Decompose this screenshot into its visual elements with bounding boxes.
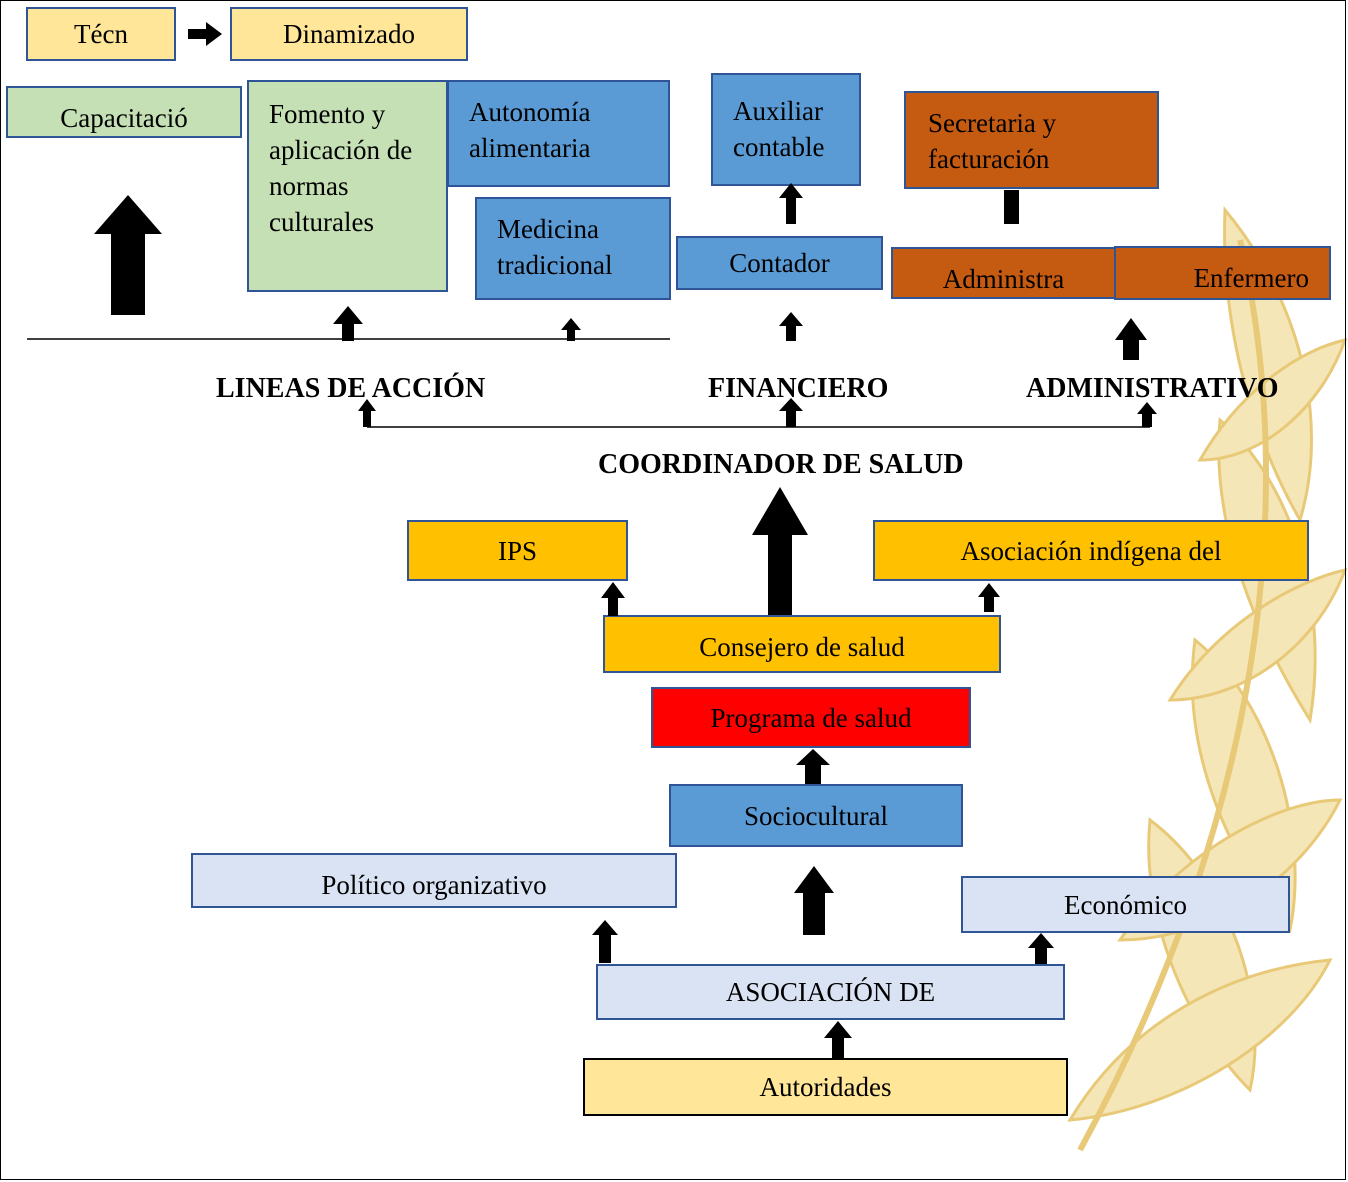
tec-box: Técn bbox=[26, 7, 176, 61]
up-arrow-enfermero-icon bbox=[1115, 318, 1147, 360]
consejero-de-salud-box: Consejero de salud bbox=[603, 615, 1001, 673]
enfermero-label: Enfermero bbox=[1193, 263, 1309, 293]
coordinador-de-salud-header: COORDINADOR DE SALUD bbox=[598, 449, 964, 480]
tec-label: Técn bbox=[74, 19, 128, 49]
programa-de-salud-box: Programa de salud bbox=[651, 687, 971, 748]
ips-box: IPS bbox=[407, 520, 628, 581]
up-arrow-auxiliar-icon bbox=[779, 183, 803, 224]
administra-box: Administra bbox=[891, 247, 1116, 299]
dinamizado-label: Dinamizado bbox=[283, 19, 415, 49]
autonomia-box: Autonomía alimentaria bbox=[447, 80, 670, 187]
sociocultural-box: Sociocultural bbox=[669, 784, 963, 847]
asociacion-de-box: ASOCIACIÓN DE bbox=[596, 964, 1065, 1020]
up-arrow-contador-icon bbox=[779, 312, 803, 341]
up-arrow-medicina-icon bbox=[561, 318, 581, 341]
secretaria-box: Secretaria y facturación bbox=[904, 91, 1159, 189]
financiero-header: FINANCIERO bbox=[708, 373, 889, 404]
fomento-box: Fomento y aplicación de normas culturale… bbox=[247, 80, 448, 292]
up-arrow-programa-icon bbox=[796, 749, 830, 784]
contador-label: Contador bbox=[729, 248, 830, 278]
up-arrow-asociacion-indigena-icon bbox=[978, 583, 1000, 612]
programa-de-salud-label: Programa de salud bbox=[710, 702, 912, 733]
medicina-label: Medicina tradicional bbox=[497, 214, 613, 280]
sociocultural-label: Sociocultural bbox=[744, 800, 888, 831]
contador-box: Contador bbox=[676, 236, 883, 290]
auxiliar-contable-label: Auxiliar contable bbox=[733, 96, 825, 162]
politico-organizativo-label: Político organizativo bbox=[321, 869, 547, 900]
up-arrow-sociocultural-icon bbox=[794, 866, 834, 935]
up-arrow-asociacion-icon bbox=[824, 1021, 852, 1058]
medicina-box: Medicina tradicional bbox=[475, 197, 671, 300]
up-arrow-coordinador-icon bbox=[752, 487, 808, 615]
enfermero-box: Enfermero bbox=[1114, 246, 1331, 300]
asociacion-indigena-label: Asociación indígena del bbox=[960, 535, 1222, 566]
administra-label: Administra bbox=[942, 264, 1065, 294]
secretaria-label: Secretaria y facturación bbox=[928, 108, 1057, 174]
right-arrow-icon bbox=[188, 22, 222, 46]
consejero-de-salud-label: Consejero de salud bbox=[699, 632, 905, 662]
ips-label: IPS bbox=[497, 535, 538, 566]
up-arrow-politico-icon bbox=[592, 920, 618, 963]
up-arrow-fomento-icon bbox=[333, 306, 363, 341]
up-arrow-ips-icon bbox=[601, 582, 625, 616]
up-arrow-branch-left-icon bbox=[358, 399, 376, 427]
secretaria-connector bbox=[1004, 190, 1019, 224]
up-arrow-branch-center-icon bbox=[779, 398, 803, 427]
capacitacion-label: Capacitació bbox=[60, 103, 188, 133]
fomento-label: Fomento y aplicación de normas culturale… bbox=[269, 99, 413, 237]
autoridades-label: Autoridades bbox=[759, 1072, 892, 1102]
lineas-de-accion-header: LINEAS DE ACCIÓN bbox=[216, 373, 486, 404]
up-arrow-large-left-icon bbox=[94, 195, 162, 315]
asociacion-de-label: ASOCIACIÓN DE bbox=[725, 977, 936, 1007]
up-arrow-economico-icon bbox=[1028, 933, 1054, 964]
capacitacion-box: Capacitació bbox=[6, 86, 242, 138]
up-arrow-branch-right-icon bbox=[1137, 402, 1157, 427]
administrativo-header: ADMINISTRATIVO bbox=[1026, 373, 1279, 404]
economico-label: Económico bbox=[1064, 889, 1187, 920]
asociacion-indigena-box: Asociación indígena del bbox=[873, 520, 1309, 581]
economico-box: Económico bbox=[961, 876, 1290, 933]
auxiliar-contable-box: Auxiliar contable bbox=[711, 73, 861, 186]
autonomia-label: Autonomía alimentaria bbox=[469, 97, 591, 163]
dinamizado-box: Dinamizado bbox=[230, 7, 468, 61]
autoridades-box: Autoridades bbox=[583, 1058, 1068, 1116]
politico-organizativo-box: Político organizativo bbox=[191, 853, 677, 908]
